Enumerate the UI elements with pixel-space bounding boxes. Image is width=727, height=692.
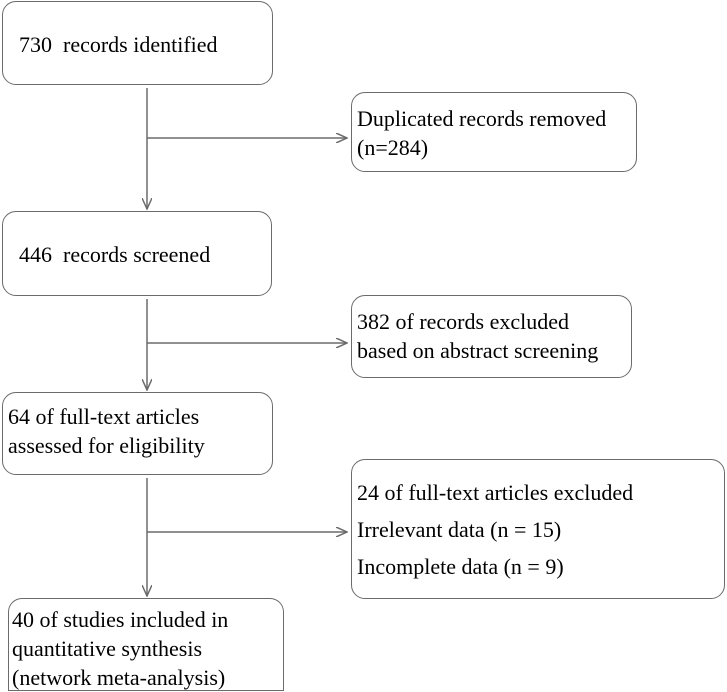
fulltext-excluded-box: 24 of full-text articles excluded Irrele… — [351, 459, 725, 599]
records-identified-box: 730 records identified — [2, 1, 273, 85]
studies-included-text: 40 of studies included in — [12, 607, 229, 632]
network-meta-analysis-text: (network meta-analysis) — [12, 665, 226, 690]
studies-included-box: 40 of studies included in quantitative s… — [8, 598, 284, 691]
fulltext-excluded-text: 24 of full-text articles excluded — [357, 480, 634, 505]
duplicates-removed-text: Duplicated records removed — [357, 106, 607, 131]
records-screened-text: 446 records screened — [19, 242, 211, 267]
incomplete-data-item: Incomplete data (n = 9) — [357, 554, 564, 579]
fulltext-assessed-box: 64 of full-text articles assessed for el… — [2, 392, 273, 475]
abstract-excluded-box: 382 of records excluded based on abstrac… — [351, 295, 632, 378]
fulltext-assessed-subtext: assessed for eligibility — [8, 433, 205, 458]
abstract-excluded-reason: based on abstract screening — [357, 338, 599, 363]
records-screened-box: 446 records screened — [2, 211, 272, 296]
duplicates-removed-count: (n=284) — [357, 135, 429, 160]
irrelevant-data-item: Irrelevant data (n = 15) — [357, 517, 562, 542]
fulltext-assessed-text: 64 of full-text articles — [8, 404, 200, 429]
quantitative-synthesis-text: quantitative synthesis — [12, 636, 203, 661]
abstract-excluded-text: 382 of records excluded — [357, 309, 569, 334]
duplicates-removed-box: Duplicated records removed (n=284) — [351, 92, 637, 172]
records-identified-text: 730 records identified — [19, 32, 218, 57]
